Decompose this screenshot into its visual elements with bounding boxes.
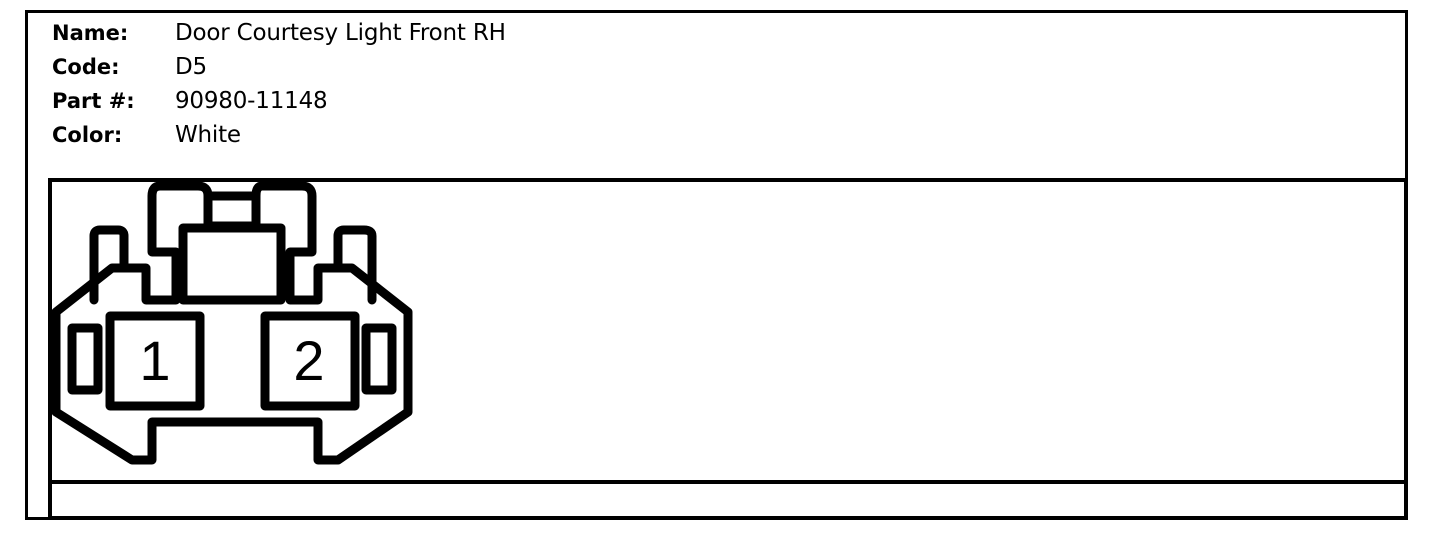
color-value: White — [175, 122, 241, 148]
center-tab — [178, 223, 286, 305]
code-value: D5 — [175, 54, 207, 80]
part-label: Part #: — [52, 89, 135, 113]
left-guide — [67, 323, 103, 395]
part-value: 90980-11148 — [175, 88, 328, 114]
right-latch — [333, 225, 377, 305]
connector-diagram-box — [48, 178, 1408, 520]
name-label: Name: — [52, 21, 129, 45]
code-label: Code: — [52, 55, 120, 79]
pin-cavity-1 — [105, 311, 205, 411]
name-value: Door Courtesy Light Front RH — [175, 20, 506, 46]
right-guide — [361, 323, 397, 395]
pin-cavity-2 — [260, 311, 360, 411]
left-latch — [89, 225, 129, 305]
pin-number-1: 1 — [139, 329, 170, 392]
diagram-footer-divider — [48, 480, 1408, 484]
pin-number-2: 2 — [293, 329, 324, 392]
color-label: Color: — [52, 123, 123, 147]
